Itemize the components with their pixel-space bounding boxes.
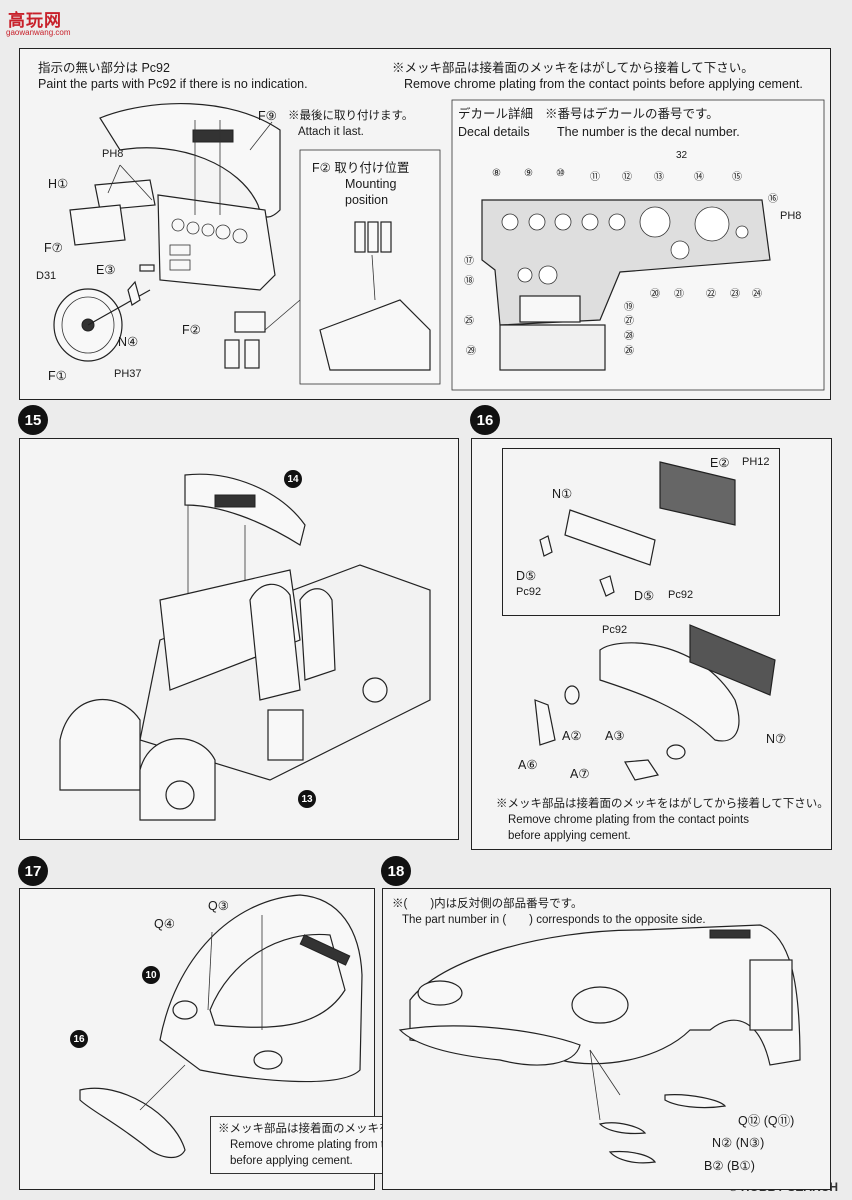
decal-num-29: ㉙: [466, 346, 476, 357]
decal-title-jp: デカール詳細: [458, 107, 534, 121]
decal-num-24: ㉔: [752, 289, 762, 300]
decal-num-18: ⑱: [464, 276, 474, 287]
part-e2-label: E②: [710, 456, 730, 470]
step-16-subpanel: [502, 448, 780, 616]
part-d5-label-1: D⑤: [516, 569, 537, 583]
decal-num-20: ⑳: [650, 289, 660, 300]
decal-num-21: ㉑: [674, 289, 684, 300]
part-b2-label: B② (B①): [704, 1159, 755, 1173]
decal-num-14: ⑭: [694, 172, 704, 183]
part-n4-label: N④: [118, 335, 139, 349]
mounting-en-1: Mounting: [345, 177, 397, 191]
step-18-note-en: The part number in ( ) corresponds to th…: [402, 914, 706, 926]
part-n7-label: N⑦: [766, 732, 787, 746]
chrome-note-jp: ※メッキ部品は接着面のメッキをはがしてから接着して下さい。: [392, 61, 754, 75]
decal-num-22: ㉒: [706, 289, 716, 300]
decal-num-26: ㉖: [624, 346, 634, 357]
decal-note-jp: ※番号はデカールの番号です。: [545, 107, 719, 121]
ph12-ref: PH12: [742, 456, 770, 468]
part-q4-label: Q④: [154, 917, 175, 931]
dashboard-assembly-drawing: [53, 99, 825, 391]
part-f1-label: F①: [48, 369, 67, 383]
step-15-ref-14: 14: [284, 470, 302, 488]
decal-num-13: ⑬: [654, 172, 664, 183]
part-q12-label: Q⑫ (Q⑪): [738, 1114, 795, 1128]
decal-num-15: ⑮: [732, 172, 742, 183]
part-q3-label: Q③: [208, 899, 229, 913]
step-16-chrome-en-1: Remove chrome plating from the contact p…: [508, 814, 749, 826]
step-17-ref-10: 10: [142, 966, 160, 984]
part-f7-label: F⑦: [44, 241, 63, 255]
step-16-chrome-jp: ※メッキ部品は接着面のメッキをはがしてから接着して下さい。: [496, 798, 829, 810]
part-n2-label: N② (N③): [712, 1136, 765, 1150]
step-16-badge: 16: [470, 405, 500, 435]
pc92-ref-1: Pc92: [516, 586, 542, 598]
decal-num-9: ⑨: [524, 168, 533, 179]
part-f9-label: F⑨: [258, 109, 277, 123]
decal-num-8: ⑧: [492, 168, 501, 179]
ph8-ref-2: PH8: [780, 210, 802, 222]
ph37-ref: PH37: [114, 368, 142, 380]
decal-num-25: ㉕: [464, 316, 474, 327]
d31-ref: D31: [36, 270, 57, 282]
part-a7-label: A⑦: [570, 767, 590, 781]
decal-title-en: Decal details: [458, 125, 530, 139]
decal-num-23: ㉓: [730, 289, 740, 300]
step-17-badge: 17: [18, 856, 48, 886]
decal-note-en: The number is the decal number.: [557, 125, 740, 139]
decal-num-17: ⑰: [464, 256, 474, 267]
part-f2-label: F②: [182, 323, 201, 337]
step-15-badge: 15: [18, 405, 48, 435]
chrome-note-en: Remove chrome plating from the contact p…: [404, 77, 803, 91]
pc92-ref-2: Pc92: [668, 589, 694, 601]
site-logo-url: gaowanwang.com: [6, 28, 71, 37]
f9-note-en: Attach it last.: [298, 126, 364, 138]
part-d5-label-2: D⑤: [634, 589, 655, 603]
site-logo: 高玩网: [8, 11, 62, 30]
decal-num-27: ㉗: [624, 316, 634, 327]
step-17-chrome-en-2: before applying cement.: [230, 1155, 353, 1167]
part-h1-label: H①: [48, 177, 69, 191]
ph8-ref-1: PH8: [102, 148, 124, 160]
decal-num-12: ⑫: [622, 172, 632, 183]
part-n1-label: N①: [552, 487, 573, 501]
part-a3-label: A③: [605, 729, 625, 743]
part-a2-label: A②: [562, 729, 582, 743]
decal-num-32: 32: [676, 150, 688, 161]
step-18-note-jp: ※( )内は反対側の部品番号です。: [392, 898, 583, 910]
mounting-en-2: position: [345, 193, 389, 207]
pc92-ref-3: Pc92: [602, 624, 628, 636]
decal-num-10: ⑩: [556, 168, 565, 179]
paint-note-jp: 指示の無い部分は Pc92: [38, 61, 170, 75]
decal-num-11: ⑪: [590, 172, 600, 183]
paint-note-en: Paint the parts with Pc92 if there is no…: [38, 77, 308, 91]
decal-num-28: ㉘: [624, 331, 634, 342]
decal-num-16: ⑯: [768, 194, 778, 205]
part-e3-label: E③: [96, 263, 116, 277]
mounting-title-jp: F② 取り付け位置: [312, 161, 410, 175]
step-15-ref-13: 13: [298, 790, 316, 808]
decal-num-19: ⑲: [624, 302, 634, 313]
f9-note-jp: ※最後に取り付けます。: [288, 110, 414, 122]
step-17-ref-16: 16: [70, 1030, 88, 1048]
part-a6-label: A⑥: [518, 758, 538, 772]
step-18-badge: 18: [381, 856, 411, 886]
step-16-chrome-en-2: before applying cement.: [508, 830, 631, 842]
